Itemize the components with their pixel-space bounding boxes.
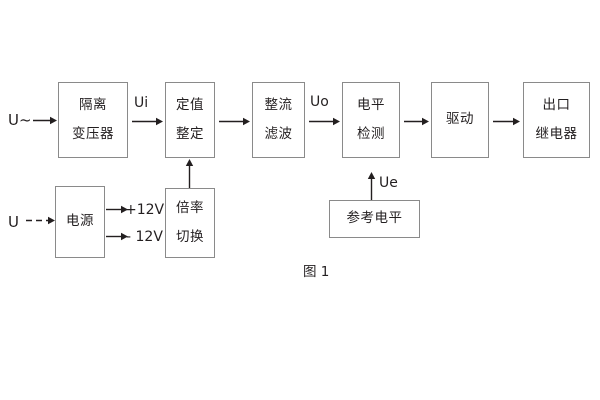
block-rectify-filter: 整流 滤波: [252, 82, 305, 158]
arrow-dc-input-to-power-supply: [26, 216, 55, 225]
arrow-power-supply-negative-rail: [106, 232, 128, 241]
block-multiplier-switch-line-2: 切换: [176, 228, 204, 245]
dc-input-label: U: [8, 213, 19, 231]
arrow-ac-input-to-isolation-transformer: [33, 116, 57, 125]
block-multiplier-switch-line-1: 倍率: [176, 200, 204, 216]
block-drive-line-1: 驱动: [446, 111, 474, 128]
block-setting-value-line-2: 整定: [176, 125, 204, 142]
signal-label-ue: Ue: [379, 175, 398, 191]
signal-label-uo: Uo: [310, 94, 329, 110]
arrow-setting-value-to-rectify-filter: [219, 117, 250, 126]
block-setting-value: 定值 整定: [165, 82, 215, 158]
figure-caption: 图 1: [303, 264, 330, 280]
ac-input-label: U~: [8, 111, 32, 129]
block-power-supply: 电源: [55, 186, 105, 258]
block-isolation-transformer: 隔离 变压器: [58, 82, 128, 158]
block-rectify-filter-line-2: 滤波: [264, 125, 293, 142]
block-isolation-transformer-line-1: 隔离: [79, 97, 107, 113]
signal-label-ui: Ui: [134, 95, 149, 111]
arrow-multiplier-switch-to-setting-value: [185, 159, 194, 189]
arrow-level-detection-to-drive: [404, 117, 429, 126]
block-rectify-filter-line-1: 整流: [264, 97, 293, 113]
block-reference-level: 参考电平: [329, 200, 420, 238]
block-output-relay-line-2: 继电器: [535, 125, 578, 142]
block-setting-value-line-1: 定值: [176, 97, 204, 113]
block-power-supply-line-1: 电源: [66, 213, 94, 230]
arrow-isolation-transformer-to-setting-value: [132, 117, 163, 126]
block-output-relay: 出口 继电器: [523, 82, 590, 158]
block-level-detection-line-1: 电平: [357, 97, 385, 113]
arrow-reference-level-to-level-detection: [367, 172, 376, 200]
arrow-power-supply-positive-rail: [106, 205, 128, 214]
block-level-detection: 电平 检测: [342, 82, 400, 158]
arrow-rectify-filter-to-level-detection: [309, 117, 340, 126]
block-reference-level-line-1: 参考电平: [346, 210, 403, 227]
power-rail-positive-label: +12V: [125, 202, 165, 218]
block-multiplier-switch: 倍率 切换: [165, 188, 215, 258]
block-isolation-transformer-line-2: 变压器: [72, 125, 114, 142]
power-rail-negative-label: - 12V: [126, 229, 163, 245]
block-drive: 驱动: [431, 82, 489, 158]
block-level-detection-line-2: 检测: [357, 125, 385, 142]
block-output-relay-line-1: 出口: [542, 97, 571, 113]
arrow-drive-to-output-relay: [493, 117, 520, 126]
